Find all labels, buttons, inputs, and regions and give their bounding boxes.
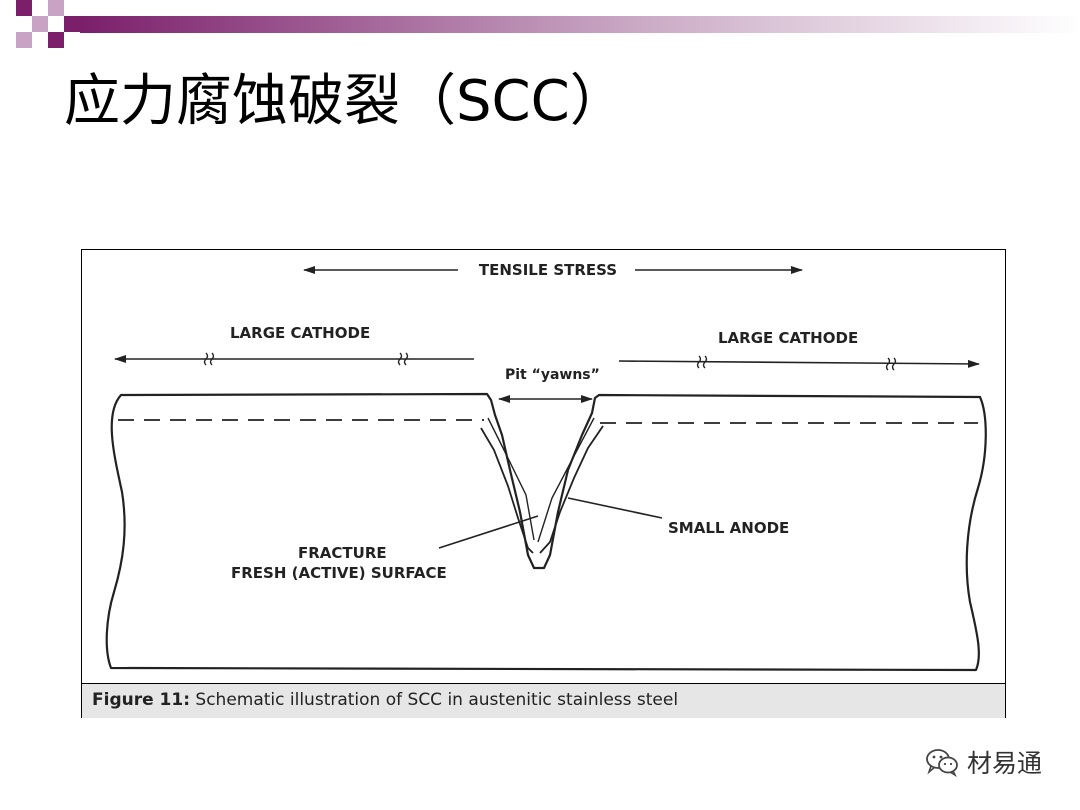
figure-caption: Figure 11: Schematic illustration of SCC… bbox=[82, 683, 1005, 718]
crack bbox=[480, 417, 604, 554]
slide-title: 应力腐蚀破裂（SCC） bbox=[64, 69, 626, 134]
caption-text: Schematic illustration of SCC in austeni… bbox=[190, 690, 679, 710]
large-cathode-left-label: LARGE CATHODE bbox=[230, 324, 370, 342]
fracture-label: FRACTURE bbox=[298, 544, 387, 562]
watermark: 材易通 bbox=[925, 744, 1042, 780]
scc-diagram: TENSILE STRESS LARGE CATHODE LARGE CATHO… bbox=[105, 261, 987, 672]
dashed-line bbox=[118, 419, 978, 424]
header-bar bbox=[16, 0, 1080, 48]
tensile-stress-label: TENSILE STRESS bbox=[479, 261, 617, 279]
cathode-arrows-left bbox=[114, 352, 474, 366]
watermark-text: 材易通 bbox=[967, 749, 1043, 778]
steel-plate-outline bbox=[105, 392, 987, 672]
large-cathode-right-label: LARGE CATHODE bbox=[718, 329, 858, 347]
fresh-surface-label: FRESH (ACTIVE) SURFACE bbox=[231, 564, 447, 582]
checker-squares bbox=[16, 0, 80, 48]
small-anode-leader bbox=[567, 497, 663, 519]
pit-yawns-label: Pit “yawns” bbox=[505, 367, 600, 383]
small-anode-label: SMALL ANODE bbox=[668, 519, 789, 537]
cathode-arrows-right bbox=[618, 355, 980, 371]
wechat-icon bbox=[926, 749, 958, 777]
caption-label: Figure 11: bbox=[92, 690, 190, 710]
fracture-leader bbox=[438, 515, 539, 549]
figure-box: TENSILE STRESS LARGE CATHODE LARGE CATHO… bbox=[81, 249, 1006, 718]
